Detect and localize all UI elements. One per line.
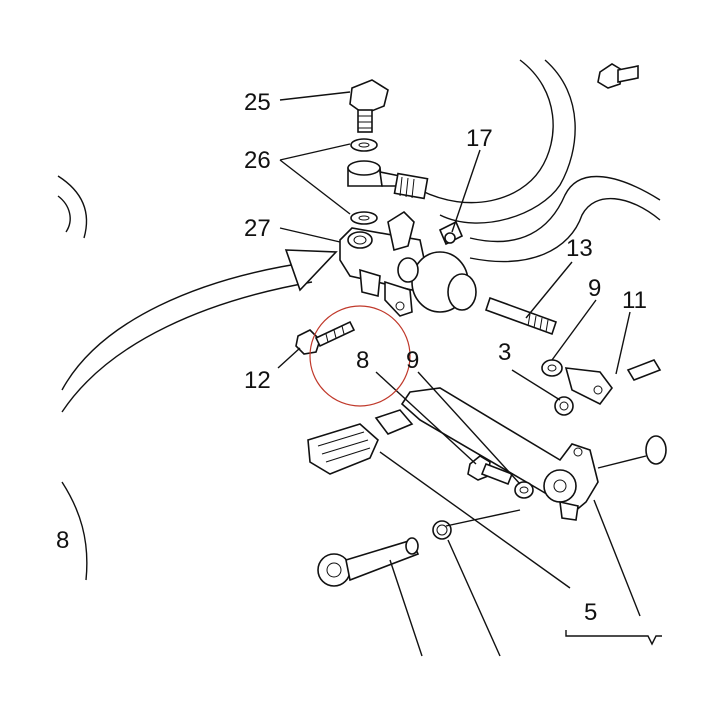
direction-arrow xyxy=(61,249,338,413)
callouts: 25 26 27 17 13 9 11 3 12 8 9 5 8 xyxy=(56,89,647,626)
pedal-bolt xyxy=(467,455,534,499)
hose-clip xyxy=(438,220,464,246)
washers xyxy=(347,138,401,225)
callout-3: 3 xyxy=(498,339,511,366)
circlip xyxy=(432,520,452,540)
callout-8: 8 xyxy=(356,347,369,374)
master-cylinder xyxy=(339,210,477,317)
pedal-pad xyxy=(307,423,379,475)
hose-upper xyxy=(419,59,576,224)
callout-8-left: 8 xyxy=(56,527,69,554)
callout-9-lower: 9 xyxy=(406,347,419,374)
leader-lines xyxy=(277,91,662,657)
callout-27: 27 xyxy=(244,215,271,242)
callout-26: 26 xyxy=(244,147,271,174)
clevis-assembly xyxy=(541,359,662,416)
highlight-circle xyxy=(309,305,411,407)
callout-12: 12 xyxy=(244,367,271,394)
push-rod xyxy=(484,296,558,336)
callout-13: 13 xyxy=(566,235,593,262)
banjo-bolt xyxy=(349,79,389,133)
hose-lower xyxy=(469,175,661,263)
right-edge-part xyxy=(645,435,667,465)
top-right-bolt xyxy=(597,63,639,89)
hose-fitting xyxy=(393,172,429,200)
left-edge-detail xyxy=(57,175,88,581)
callout-25: 25 xyxy=(244,89,271,116)
callout-9-upper: 9 xyxy=(588,275,601,302)
pivot-bolt xyxy=(317,537,420,587)
bolt-12 xyxy=(295,320,356,355)
callout-11: 11 xyxy=(622,287,647,314)
callout-17: 17 xyxy=(466,125,493,152)
pedal-arm xyxy=(374,387,599,521)
callout-5: 5 xyxy=(584,599,597,626)
